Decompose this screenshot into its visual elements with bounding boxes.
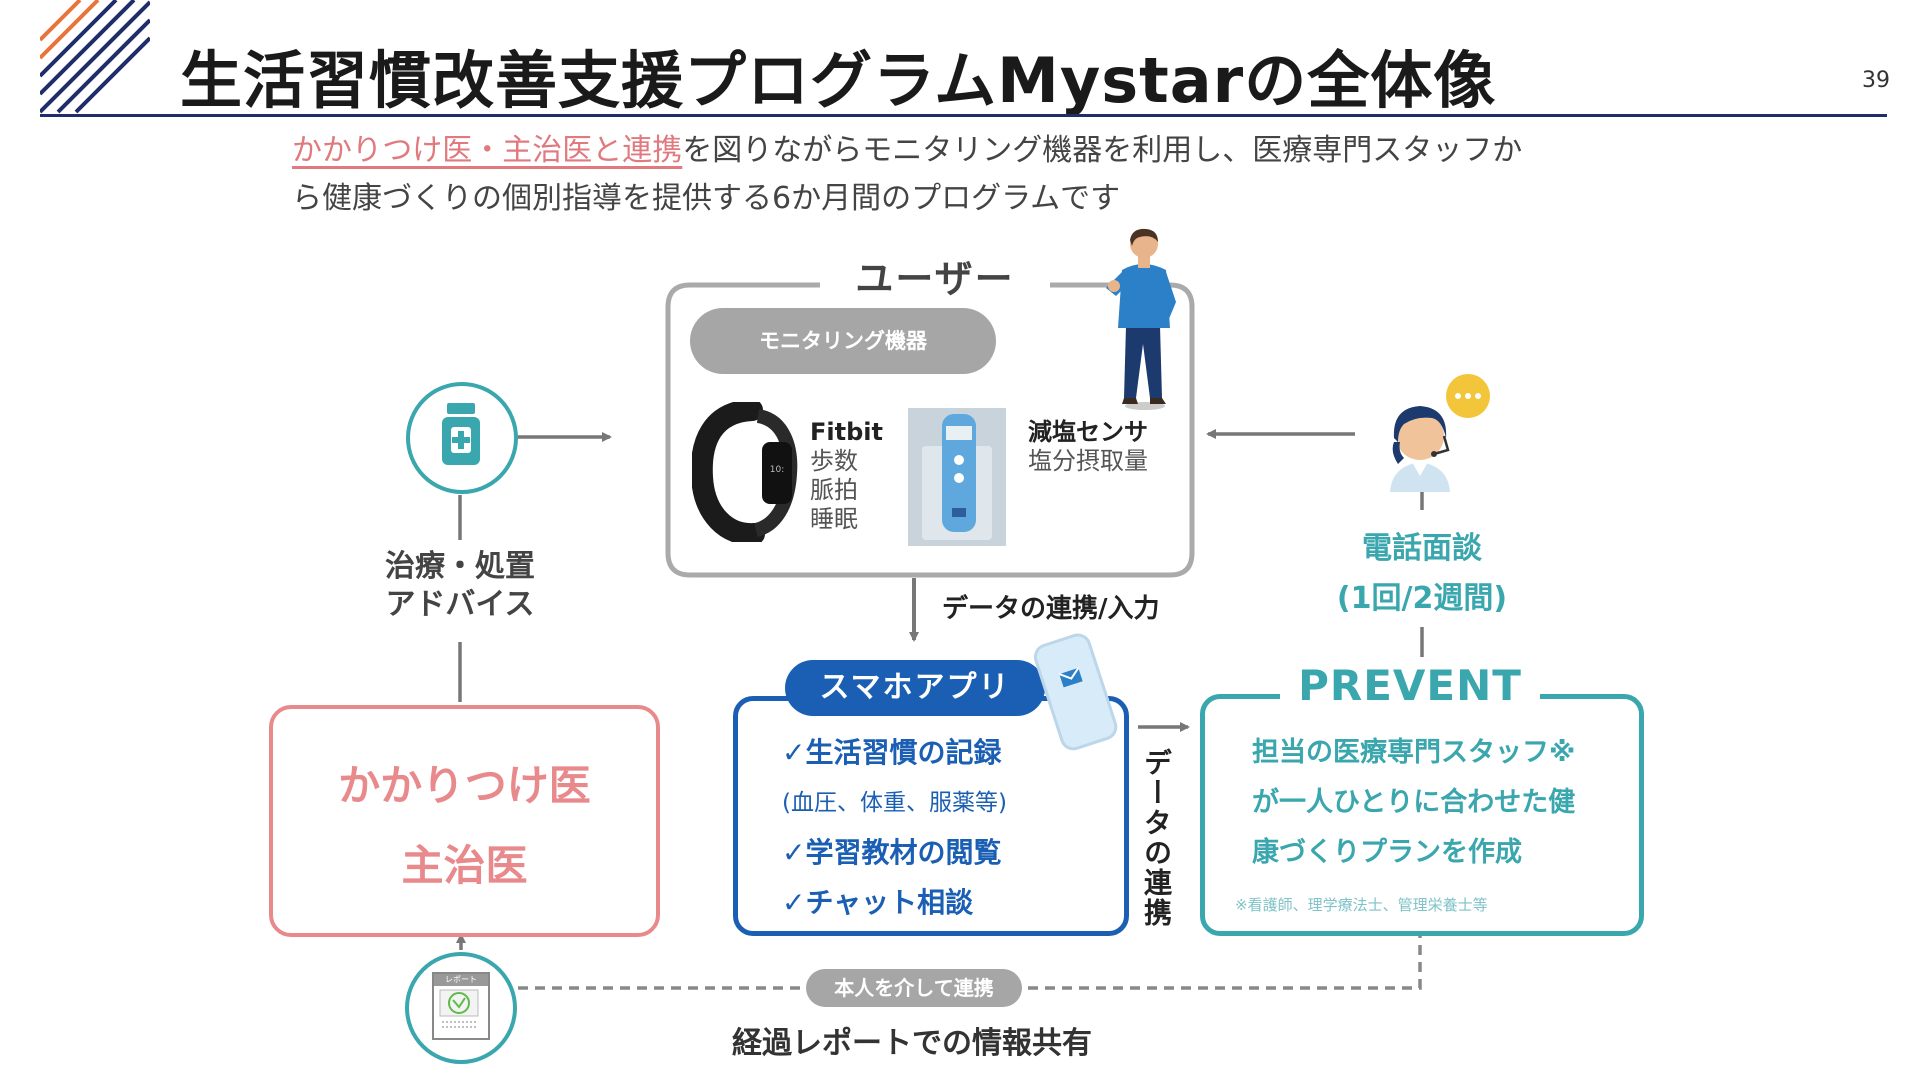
intro-highlight: かかりつけ医・主治医と連携 (292, 133, 683, 168)
intro-text: かかりつけ医・主治医と連携を図りながらモニタリング機器を利用し、医療専門スタッフ… (292, 127, 1642, 223)
fitbit-item-sleep: 睡眠 (810, 505, 858, 533)
report-document-icon: レポート (432, 972, 490, 1040)
data-link-label: データの連携/入力 (942, 594, 1160, 624)
fitbit-name: Fitbit (810, 418, 883, 446)
app-feature-record-detail: (血圧、体重、服薬等) (782, 790, 1007, 816)
advice-line-1: 治療・処置 (385, 549, 535, 584)
page-title: 生活習慣改善支援プログラムMystarの全体像 (180, 44, 1497, 117)
intro-line2: ら健康づくりの個別指導を提供する6か月間のプログラムです (292, 181, 1121, 216)
salt-sensor-item: 塩分摂取量 (1028, 447, 1148, 475)
interview-line-2: (1回/2週間) (1336, 581, 1508, 616)
fitbit-band-image: 10: (692, 402, 798, 542)
decorative-stripes (40, 0, 150, 114)
user-person-icon (1106, 228, 1176, 410)
doctor-line-1: かかりつけ医 (338, 761, 591, 810)
doctor-box (269, 705, 660, 937)
fitbit-item-steps: 歩数 (810, 447, 858, 475)
report-icon-label: レポート (434, 974, 488, 986)
prevent-line-1: 担当の医療専門スタッフ※ (1252, 737, 1576, 768)
data-link-vertical-label: データの連携 (1140, 748, 1173, 928)
salt-sensor-info: 減塩センサ 塩分摂取量 (1028, 418, 1148, 476)
monitoring-devices-pill: モニタリング機器 (690, 308, 996, 374)
report-share-label: 経過レポートでの情報共有 (732, 1026, 1092, 1061)
medicine-bottle-icon (442, 403, 480, 465)
app-feature-learning: ✓学習教材の閲覧 (782, 836, 1002, 869)
intro-line1: を図りながらモニタリング機器を利用し、医療専門スタッフか (682, 133, 1523, 168)
page-number: 39 (1862, 68, 1890, 93)
app-feature-list: ✓生活習慣の記録 (血圧、体重、服薬等) ✓学習教材の閲覧 ✓チャット相談 (782, 728, 1007, 928)
interview-line-1: 電話面談 (1362, 531, 1482, 566)
app-feature-chat: ✓チャット相談 (782, 886, 974, 919)
doctor-box-text: かかりつけ医 主治医 (269, 746, 660, 906)
user-label: ユーザー (855, 257, 1015, 301)
advice-line-2: アドバイス (385, 587, 535, 622)
fitbit-info: Fitbit 歩数 脈拍 睡眠 (810, 418, 883, 534)
prevent-line-3: 康づくりプランを作成 (1252, 837, 1522, 868)
prevent-description: 担当の医療専門スタッフ※ が一人ひとりに合わせた健 康づくりプランを作成 (1252, 728, 1575, 878)
smartphone-icon (1033, 633, 1118, 751)
doctor-line-2: 主治医 (401, 841, 528, 890)
app-title-pill: スマホアプリ (785, 660, 1045, 716)
report-chart-icon (439, 989, 479, 1028)
via-person-pill: 本人を介して連携 (806, 969, 1022, 1007)
prevent-line-2: が一人ひとりに合わせた健 (1252, 787, 1576, 818)
title-underline (40, 114, 1887, 117)
svg-text:10:: 10: (770, 465, 784, 475)
salt-sensor-name: 減塩センサ (1028, 418, 1148, 446)
prevent-title: PREVENT (1280, 658, 1540, 714)
prevent-footnote: ※看護師、理学療法士、管理栄養士等 (1235, 896, 1488, 914)
phone-interview-label: 電話面談 (1回/2週間) (1300, 524, 1544, 624)
salt-sensor-image (908, 408, 1006, 546)
operator-icon (1390, 374, 1490, 492)
treatment-advice-label: 治療・処置 アドバイス (360, 548, 560, 624)
fitbit-item-pulse: 脈拍 (810, 476, 858, 504)
app-feature-record: ✓生活習慣の記録 (782, 736, 1002, 769)
prevent-box (1200, 694, 1644, 936)
